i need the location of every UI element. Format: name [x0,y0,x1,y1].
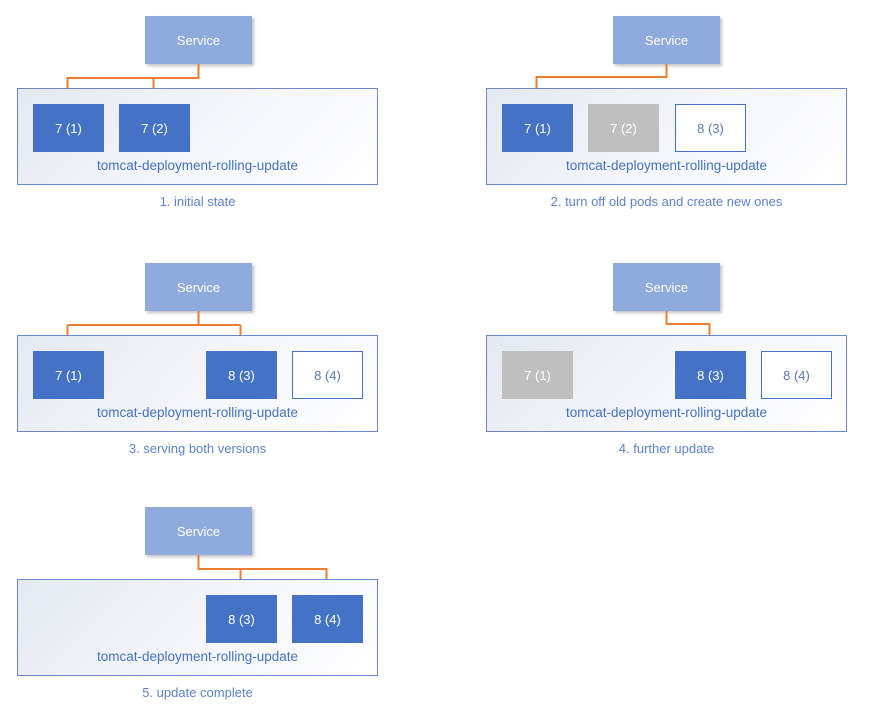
pod-8-3: 8 (3) [675,351,746,399]
pod-7-1: 7 (1) [502,351,573,399]
deployment-label: tomcat-deployment-rolling-update [96,158,299,173]
deployment-box: 7 (1) 7 (2) 8 (3) tomcat-deployment-roll… [486,88,847,185]
panel-caption: 3. serving both versions [128,441,267,456]
panel-caption: 5. update complete [142,685,253,700]
pod-7-2: 7 (2) [119,104,190,152]
pod-8-4: 8 (4) [761,351,832,399]
deployment-box: 7 (1) 8 (3) 8 (4) tomcat-deployment-roll… [17,335,378,432]
deployment-label: tomcat-deployment-rolling-update [565,405,768,420]
panel-caption: 4. further update [618,441,715,456]
pod-8-4: 8 (4) [292,595,363,643]
deployment-box: 7 (1) 7 (2) tomcat-deployment-rolling-up… [17,88,378,185]
panel-caption: 1. initial state [159,194,236,209]
pod-8-4: 8 (4) [292,351,363,399]
pod-7-1: 7 (1) [502,104,573,152]
panel-update-complete: Service 8 (3) 8 (4) tomcat-deployment-ro… [0,491,435,718]
panel-initial-state: Service 7 (1) 7 (2) tomcat-deployment-ro… [0,0,435,247]
pod-7-2: 7 (2) [588,104,659,152]
panel-turn-off-old-pods: Service 7 (1) 7 (2) 8 (3) tomcat-deploym… [435,0,870,247]
pod-8-3: 8 (3) [206,595,277,643]
panel-further-update: Service 7 (1) 8 (3) 8 (4) tomcat-deploym… [435,247,870,494]
pod-8-3: 8 (3) [206,351,277,399]
service-box: Service [613,263,720,311]
service-box: Service [145,507,252,555]
panel-serving-both-versions: Service 7 (1) 8 (3) 8 (4) tomcat-deploym… [0,247,435,494]
deployment-label: tomcat-deployment-rolling-update [96,405,299,420]
service-box: Service [145,16,252,64]
pod-8-3: 8 (3) [675,104,746,152]
service-box: Service [613,16,720,64]
deployment-box: 7 (1) 8 (3) 8 (4) tomcat-deployment-roll… [486,335,847,432]
panel-caption: 2. turn off old pods and create new ones [550,194,783,209]
pod-7-1: 7 (1) [33,104,104,152]
service-box: Service [145,263,252,311]
pod-7-1: 7 (1) [33,351,104,399]
deployment-label: tomcat-deployment-rolling-update [565,158,768,173]
deployment-label: tomcat-deployment-rolling-update [96,649,299,664]
deployment-box: 8 (3) 8 (4) tomcat-deployment-rolling-up… [17,579,378,676]
